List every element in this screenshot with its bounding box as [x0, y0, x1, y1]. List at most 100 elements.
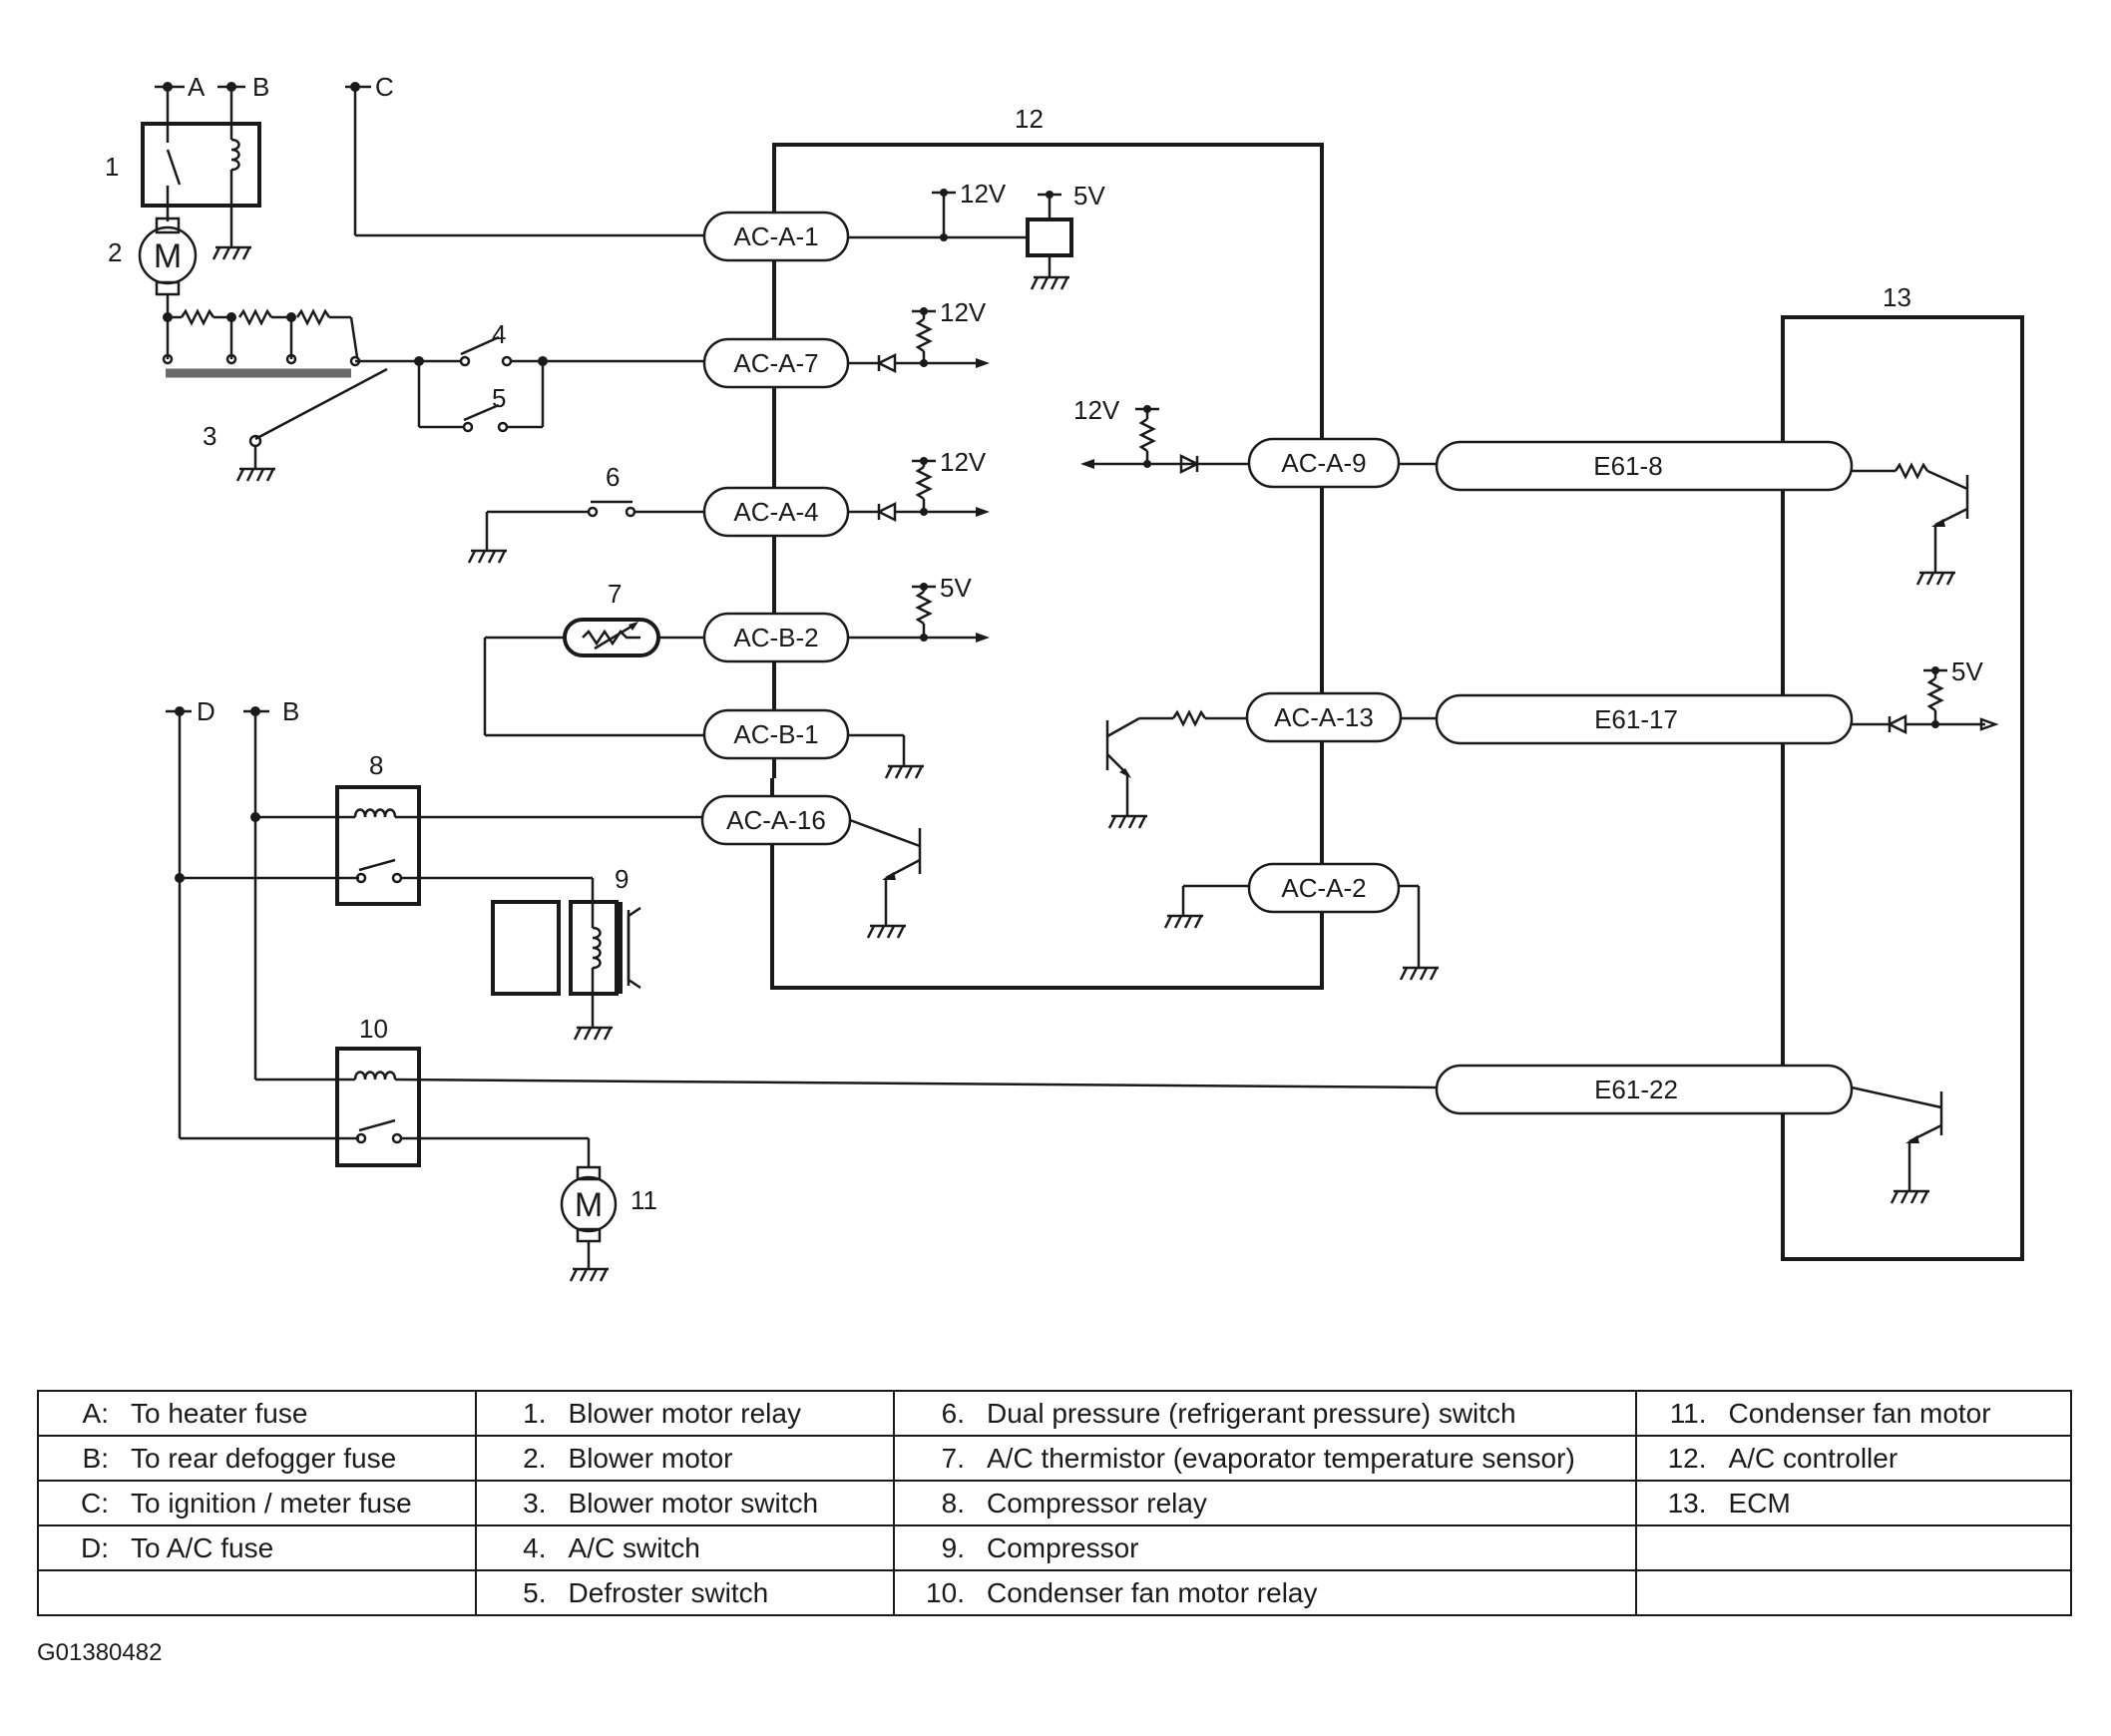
connector-ac-a-7: AC-A-7 12V	[702, 297, 990, 389]
legend-table: A:To heater fuse 1. Blower motor relay 6.…	[37, 1390, 2073, 1616]
blower-motor: M	[138, 217, 198, 317]
terminal-a: A	[155, 72, 206, 102]
legend-row: A:To heater fuse 1. Blower motor relay 6.…	[37, 1390, 2073, 1437]
legend-key: 12.	[1667, 1442, 1707, 1474]
v12a-label: 12V	[960, 179, 1007, 209]
terminal-a-label: A	[188, 72, 206, 102]
legend-key: B:	[82, 1442, 109, 1474]
label-4: 4	[492, 319, 506, 349]
connector-ac-a-9: AC-A-9 12V	[1073, 395, 1437, 489]
legend-text: To rear defogger fuse	[131, 1442, 397, 1474]
legend-cell: C:To ignition / meter fuse	[37, 1480, 477, 1526]
legend-cell: A:To heater fuse	[37, 1390, 477, 1437]
legend-cell: 1. Blower motor relay	[474, 1390, 895, 1437]
legend-cell: 4.A/C switch	[474, 1524, 895, 1571]
connector-e61-17: E61-17 5V	[1435, 656, 1999, 745]
v5b-label: 5V	[940, 573, 972, 603]
legend-row: 5. Defroster switch 10. Condenser fan moto…	[37, 1569, 2073, 1616]
legend-cell	[1634, 1524, 2073, 1571]
legend-cell: 5. Defroster switch	[474, 1569, 895, 1616]
legend-cell: 6. Dual pressure (refrigerant pressure) s…	[892, 1390, 1637, 1437]
compressor-relay	[180, 785, 702, 906]
legend-key: 9.	[941, 1531, 965, 1563]
legend-text: Dual pressure (refrigerant pressure) swi…	[986, 1397, 1516, 1429]
blower-motor-switch	[162, 309, 388, 483]
legend-key: 11.	[1669, 1397, 1707, 1429]
legend-key: 3.	[523, 1487, 547, 1519]
legend-key: 2.	[523, 1442, 547, 1474]
legend-key: C:	[81, 1487, 109, 1519]
legend-text: A/C controller	[1728, 1442, 1899, 1474]
label-7: 7	[608, 579, 622, 609]
dual-pressure-switch	[467, 500, 704, 565]
figure-id: G01380482	[37, 1639, 163, 1666]
legend-cell: 9. Compressor	[892, 1524, 1637, 1571]
terminal-b2-label: B	[282, 696, 299, 726]
legend-key: 8.	[941, 1487, 965, 1519]
defroster-switch	[417, 361, 545, 433]
ecm	[1781, 315, 2024, 1261]
legend-text: Compressor relay	[986, 1487, 1207, 1519]
label-8: 8	[369, 750, 383, 780]
legend-key: 10.	[926, 1576, 965, 1608]
legend-cell: 11. Condenser fan motor	[1634, 1390, 2073, 1437]
connector-ac-b-1-label: AC-B-1	[733, 719, 818, 749]
condenser-fan-motor-relay	[180, 1047, 1438, 1167]
ac-controller	[770, 143, 1324, 990]
terminal-c: C	[345, 72, 704, 237]
connector-ac-a-9-label: AC-A-9	[1281, 448, 1366, 478]
connector-ac-a-2-label: AC-A-2	[1281, 873, 1366, 903]
legend-cell: 12. A/C controller	[1634, 1435, 2073, 1482]
label-13: 13	[1883, 282, 1911, 312]
legend-text: Blower motor	[568, 1442, 733, 1474]
legend-text: Condenser fan motor relay	[986, 1576, 1318, 1608]
motor-m-label: M	[154, 237, 182, 275]
terminal-d: D	[166, 696, 215, 1138]
legend-cell	[1634, 1569, 2073, 1616]
legend-row: D: To A/C fuse 4.A/C switch 9. Compressor	[37, 1524, 2073, 1571]
v5c-label: 5V	[1951, 656, 1983, 686]
label-1: 1	[105, 152, 119, 182]
connector-ac-a-13: AC-A-13	[1105, 691, 1437, 830]
terminal-b-bottom: B	[243, 696, 299, 1080]
legend-cell: 7.A/C thermistor (evaporator temperature…	[892, 1435, 1637, 1482]
legend-cell: B: To rear defogger fuse	[37, 1435, 477, 1482]
connector-ac-a-4-label: AC-A-4	[733, 497, 818, 527]
label-10: 10	[359, 1014, 388, 1044]
legend-key: 6.	[941, 1397, 965, 1429]
legend-text: To A/C fuse	[131, 1531, 274, 1563]
terminal-b-label: B	[252, 72, 269, 102]
legend-cell: 10. Condenser fan motor relay	[892, 1569, 1637, 1616]
connector-ac-b-2-label: AC-B-2	[733, 623, 818, 652]
condenser-fan-motor: M	[560, 1165, 618, 1283]
connector-ac-a-16-label: AC-A-16	[726, 805, 826, 835]
legend-cell	[37, 1569, 477, 1616]
label-9: 9	[615, 864, 629, 894]
label-6: 6	[606, 462, 620, 492]
legend-text: A/C thermistor (evaporator temperature s…	[986, 1442, 1575, 1474]
connector-e61-22: E61-22	[1435, 1064, 1943, 1205]
legend-key: 5.	[523, 1576, 547, 1608]
connector-ac-a-1: AC-A-1 12V 5V	[702, 179, 1105, 291]
connector-ac-a-13-label: AC-A-13	[1274, 702, 1374, 732]
legend-text: Condenser fan motor	[1728, 1397, 1991, 1429]
legend-text: Compressor	[986, 1531, 1139, 1563]
legend-key: A:	[82, 1397, 109, 1429]
connector-e61-22-label: E61-22	[1594, 1075, 1678, 1104]
legend-cell: 8. Compressor relay	[892, 1480, 1637, 1526]
legend-text: Defroster switch	[568, 1576, 769, 1608]
legend-key: 1.	[523, 1397, 547, 1429]
legend-text: Blower motor relay	[568, 1397, 801, 1429]
label-5: 5	[492, 383, 506, 413]
legend-cell: 2. Blower motor	[474, 1435, 895, 1482]
motor-m-label-2: M	[575, 1186, 603, 1224]
connector-e61-17-label: E61-17	[1594, 704, 1678, 734]
legend-text: A/C switch	[568, 1531, 700, 1563]
terminal-b-top: B	[217, 72, 269, 102]
v12d-label: 12V	[1073, 395, 1120, 425]
v12b-label: 12V	[940, 297, 987, 327]
compressor	[491, 900, 641, 1042]
blower-motor-relay	[141, 87, 261, 261]
connector-ac-a-2: AC-A-2	[1163, 862, 1441, 982]
legend-key: D:	[81, 1531, 109, 1563]
